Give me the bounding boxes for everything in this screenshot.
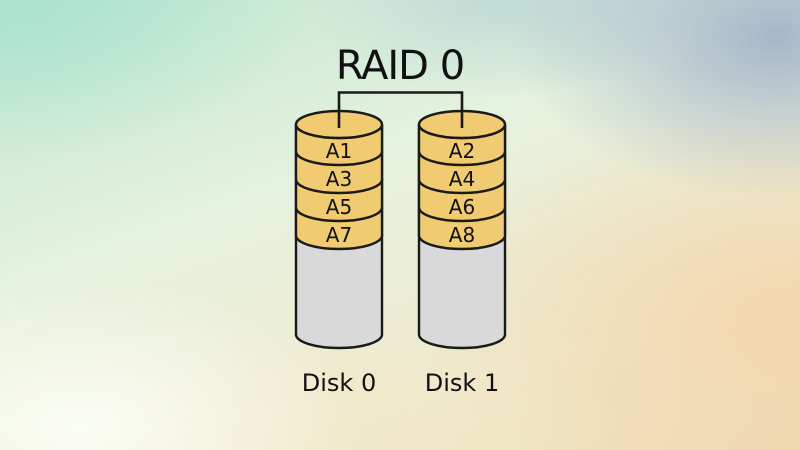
disk-0-label: Disk 0 xyxy=(302,369,376,397)
disk-1-cylinder: A2 A4 A6 A8 Disk 1 xyxy=(417,109,507,397)
disk-1-stripe-divider-3 xyxy=(417,207,507,223)
disk-1-stripe-divider-1 xyxy=(417,151,507,167)
disk-0-stripe-divider-3 xyxy=(294,207,384,223)
disk-0-stripe-label-1: A1 xyxy=(326,139,352,163)
disk-1-stripe-label-1: A2 xyxy=(449,139,475,163)
disk-1-stripe-divider-2 xyxy=(417,179,507,195)
disk-0-stripe-label-2: A3 xyxy=(326,167,352,191)
disk-1-stripe-label-3: A6 xyxy=(449,195,475,219)
disk-0-stripe-label-4: A7 xyxy=(326,223,352,247)
disk-1-label: Disk 1 xyxy=(425,369,499,397)
disk-0-stripe-divider-2 xyxy=(294,179,384,195)
disk-0-cylinder: A1 A3 A5 A7 Disk 0 xyxy=(294,109,384,397)
diagram-title: RAID 0 xyxy=(336,43,464,89)
disk-1-stripe-label-2: A4 xyxy=(449,167,475,191)
raid-bracket-connector xyxy=(337,91,464,128)
disk-1-stripe-label-4: A8 xyxy=(449,223,475,247)
disk-0-stripe-divider-1 xyxy=(294,151,384,167)
disk-0-stripe-label-3: A5 xyxy=(326,195,352,219)
